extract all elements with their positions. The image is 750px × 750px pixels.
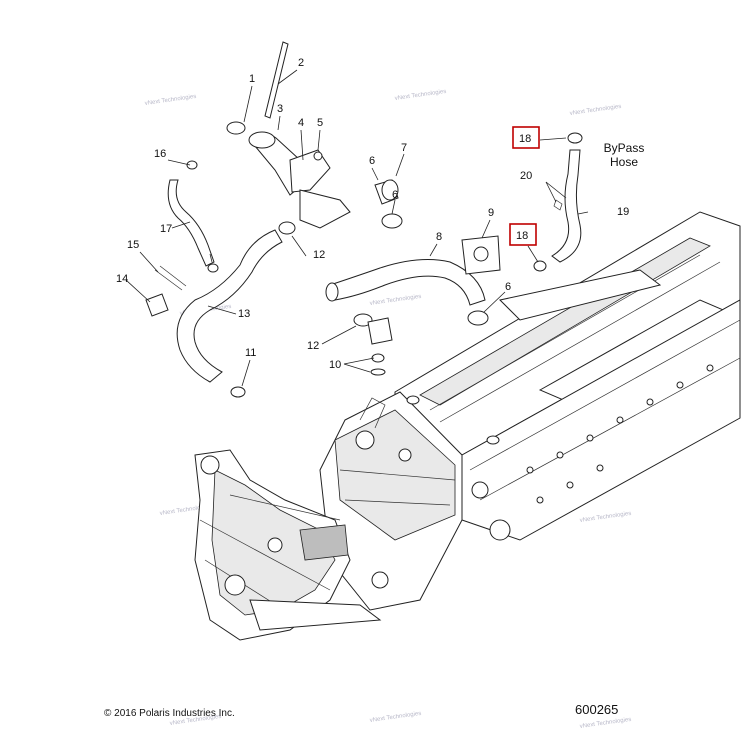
callout-15: 15 (127, 239, 139, 251)
callout-10: 10 (329, 359, 341, 371)
callout-18-highlight-bottom (509, 223, 537, 246)
watermark: vNext Technologies (579, 717, 631, 730)
callout-6-a: 6 (369, 155, 375, 167)
diagram-number: 600265 (575, 702, 619, 717)
side-holes (471, 364, 714, 541)
callout-3: 3 (277, 103, 283, 115)
callout-18-top: 18 (519, 133, 531, 145)
callout-1: 1 (249, 73, 255, 85)
callout-5: 5 (317, 117, 323, 129)
callout-17: 17 (160, 223, 172, 235)
part-8-hose (329, 259, 486, 306)
part-6-clamp (467, 310, 489, 326)
callout-6-b: 6 (392, 189, 398, 201)
part-6-clamp (381, 213, 403, 229)
part-18-clamp (533, 260, 547, 272)
watermark: vNext Technologies (394, 89, 446, 102)
leader-lines (125, 69, 589, 387)
callout-19: 19 (617, 206, 629, 218)
callout-18-bottom: 18 (516, 230, 528, 242)
callout-7: 7 (401, 142, 407, 154)
part-13-hose (176, 229, 283, 383)
watermark: vNext Technologies (144, 94, 196, 107)
watermark: vNext Technologies (569, 104, 621, 117)
callout-9: 9 (488, 207, 494, 219)
callout-18-highlight-top (512, 126, 540, 149)
part-19-bypass-hose (551, 149, 582, 263)
callout-13: 13 (238, 308, 250, 320)
callout-16: 16 (154, 148, 166, 160)
callout-labels: 1 2 3 4 5 6 6 6 7 8 9 10 11 12 12 13 14 … (116, 57, 629, 371)
cooling-parts (145, 41, 583, 398)
part-11-fitting (230, 386, 246, 398)
callout-12-a: 12 (313, 249, 325, 261)
part-7-tee (299, 189, 351, 229)
callout-2: 2 (298, 57, 304, 69)
callout-14: 14 (116, 273, 128, 285)
part-18-clamp (567, 132, 583, 144)
bypass-hose-annotation: ByPass Hose (603, 141, 645, 169)
callout-12-b: 12 (307, 340, 319, 352)
watermark: vNext Technologies (369, 711, 421, 724)
callout-4: 4 (298, 117, 304, 129)
part-17-hose (167, 179, 215, 267)
part-12-clamp (278, 221, 296, 235)
part-2-tube (264, 41, 289, 119)
chassis-frame (194, 211, 741, 641)
part-15-strap (154, 269, 183, 291)
callout-8: 8 (436, 231, 442, 243)
part-14-fitting (145, 293, 169, 317)
part-12-clamp (353, 313, 373, 327)
callout-20: 20 (520, 170, 532, 182)
watermark: vNext Technologies (579, 511, 631, 524)
watermark: vNext Technologies (369, 294, 421, 307)
copyright-notice: © 2016 Polaris Industries Inc. (104, 708, 235, 719)
callout-6-c: 6 (505, 281, 511, 293)
part-20-clip (553, 199, 563, 211)
part-10-valve (367, 317, 393, 345)
callout-11: 11 (245, 347, 256, 359)
part-1-cap (226, 121, 246, 135)
